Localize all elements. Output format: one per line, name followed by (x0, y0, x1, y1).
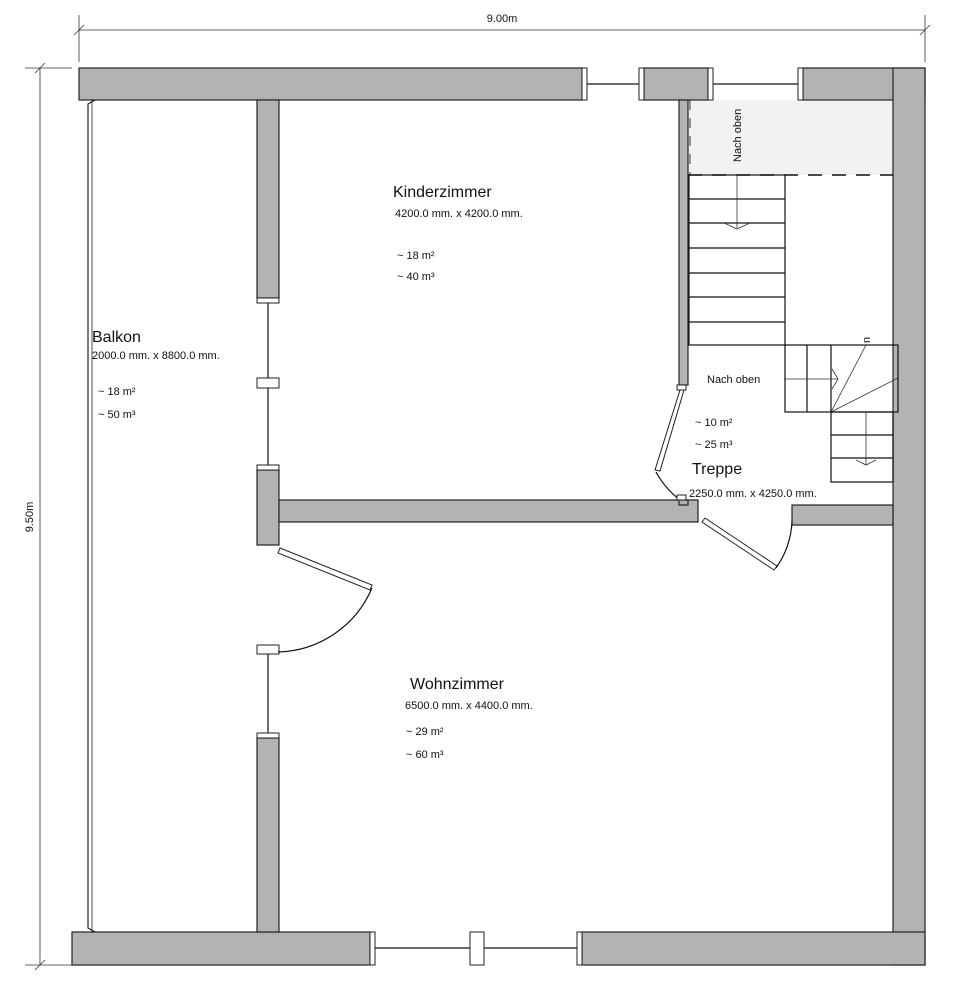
room-size: 2000.0 mm. x 8800.0 mm. (92, 350, 220, 362)
stair-opening-area (688, 100, 893, 175)
room-area: ~ 10 m² (695, 417, 733, 429)
door-stair-kinderzimmer (654, 384, 687, 501)
height-label: 9.50m (24, 502, 36, 533)
room-size: 2250.0 mm. x 4250.0 mm. (689, 488, 817, 500)
room-balkon: Balkon 2000.0 mm. x 8800.0 mm. ~ 18 m² ~… (92, 329, 220, 421)
room-name: Treppe (692, 461, 742, 478)
room-volume: ~ 50 m³ (98, 409, 136, 421)
balcony-railing (87, 99, 96, 933)
windows (256, 67, 804, 966)
walls (71, 67, 926, 966)
room-kinderzimmer: Kinderzimmer 4200.0 mm. x 4200.0 mm. ~ 1… (393, 184, 523, 283)
room-volume: ~ 60 m³ (406, 749, 444, 761)
staircase: Nach oben n Nach oben (688, 109, 899, 483)
room-volume: ~ 40 m³ (397, 271, 435, 283)
room-area: ~ 18 m² (98, 386, 136, 398)
room-name: Kinderzimmer (393, 184, 492, 201)
room-name: Wohnzimmer (410, 676, 505, 693)
room-area: ~ 29 m² (406, 726, 444, 738)
room-size: 6500.0 mm. x 4400.0 mm. (405, 700, 533, 712)
door-stair-living (701, 517, 793, 571)
stair-label-lower: Nach oben (707, 374, 760, 386)
width-label: 9.00m (487, 13, 518, 25)
stair-label-cut: n (861, 337, 873, 343)
room-treppe: Treppe 2250.0 mm. x 4250.0 mm. ~ 10 m² ~… (689, 417, 817, 500)
room-size: 4200.0 mm. x 4200.0 mm. (395, 208, 523, 220)
width-dimension: 9.00m (73, 13, 931, 62)
height-dimension: 9.50m (24, 62, 72, 971)
room-area: ~ 18 m² (397, 250, 435, 262)
room-name: Balkon (92, 329, 141, 346)
room-volume: ~ 25 m³ (695, 439, 733, 451)
room-wohnzimmer: Wohnzimmer 6500.0 mm. x 4400.0 mm. ~ 29 … (405, 676, 533, 761)
door-balcony-living (277, 547, 373, 653)
stair-label-upper: Nach oben (732, 109, 744, 162)
